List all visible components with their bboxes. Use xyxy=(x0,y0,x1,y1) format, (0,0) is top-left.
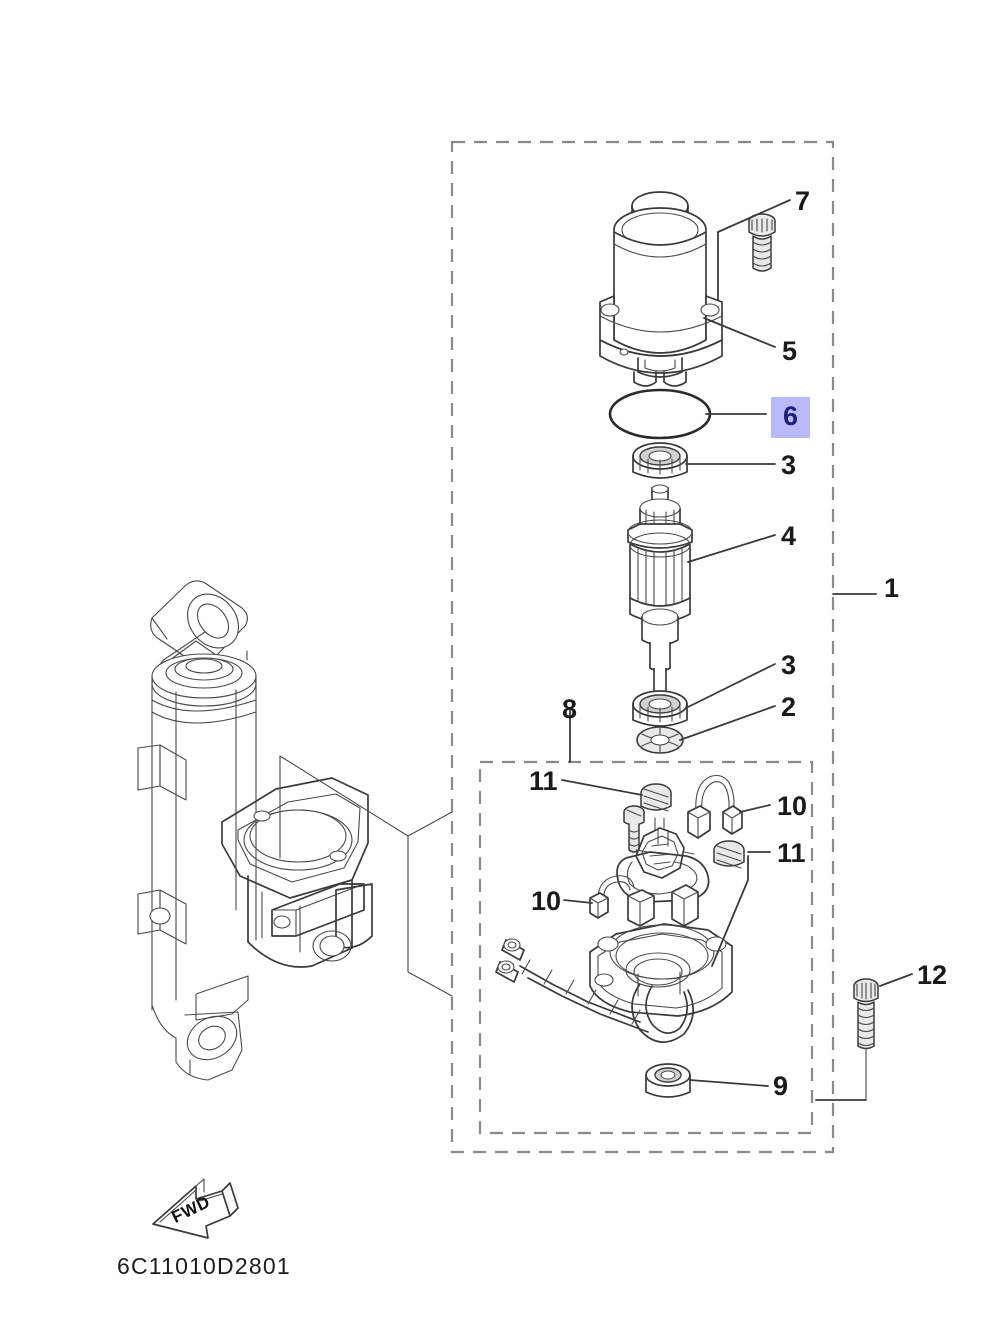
callout-9: 9 xyxy=(773,1071,789,1101)
callout-1: 1 xyxy=(884,573,900,603)
callout-10-upper: 10 xyxy=(777,791,808,821)
spring-part-11-upper xyxy=(640,783,672,812)
callout-4: 4 xyxy=(781,521,797,551)
brush-part-10-lower xyxy=(589,875,655,927)
callout-5: 5 xyxy=(782,336,798,366)
callout-3-upper: 3 xyxy=(781,450,797,480)
motor-base-bracket xyxy=(495,923,733,1043)
brush-holder-screw xyxy=(623,805,645,853)
trim-and-tilt-cylinder-body xyxy=(137,580,373,1081)
callout-6-highlighted[interactable]: 6 xyxy=(771,397,811,438)
brush-part-10-upper xyxy=(687,774,743,839)
grommet-part-9 xyxy=(645,1063,691,1098)
o-ring-part-6 xyxy=(608,388,712,440)
spring-part-11-lower xyxy=(713,840,745,869)
screw-part-12 xyxy=(853,978,879,1101)
bearing-upper-part-3 xyxy=(632,442,688,479)
group-boundary-assembly-8 xyxy=(478,760,814,1135)
armature-part-4 xyxy=(627,484,693,715)
nut-part-2 xyxy=(636,726,684,754)
installation-projection-lines xyxy=(279,755,453,997)
callout-12: 12 xyxy=(917,960,948,990)
group-boundary-assembly-1 xyxy=(450,140,835,1154)
diagram-code-label: 6C11010D2801 xyxy=(117,1253,291,1279)
callout-3-lower: 3 xyxy=(781,650,797,680)
brush-lower-center xyxy=(671,884,699,927)
callout-7: 7 xyxy=(795,186,811,216)
motor-housing-part-5 xyxy=(599,191,723,387)
housing-bolt-part-7 xyxy=(748,213,776,272)
bearing-lower-part-3 xyxy=(632,690,688,727)
callout-11-upper: 11 xyxy=(529,766,558,796)
callout-2: 2 xyxy=(781,692,797,722)
brush-holder-assembly-part-8 xyxy=(495,774,745,1098)
callout-10-lower: 10 xyxy=(531,886,562,916)
leader-lines xyxy=(561,199,913,1101)
fwd-arrow-icon xyxy=(152,1178,239,1239)
callout-11-lower: 11 xyxy=(777,838,806,868)
callout-8: 8 xyxy=(562,694,578,724)
